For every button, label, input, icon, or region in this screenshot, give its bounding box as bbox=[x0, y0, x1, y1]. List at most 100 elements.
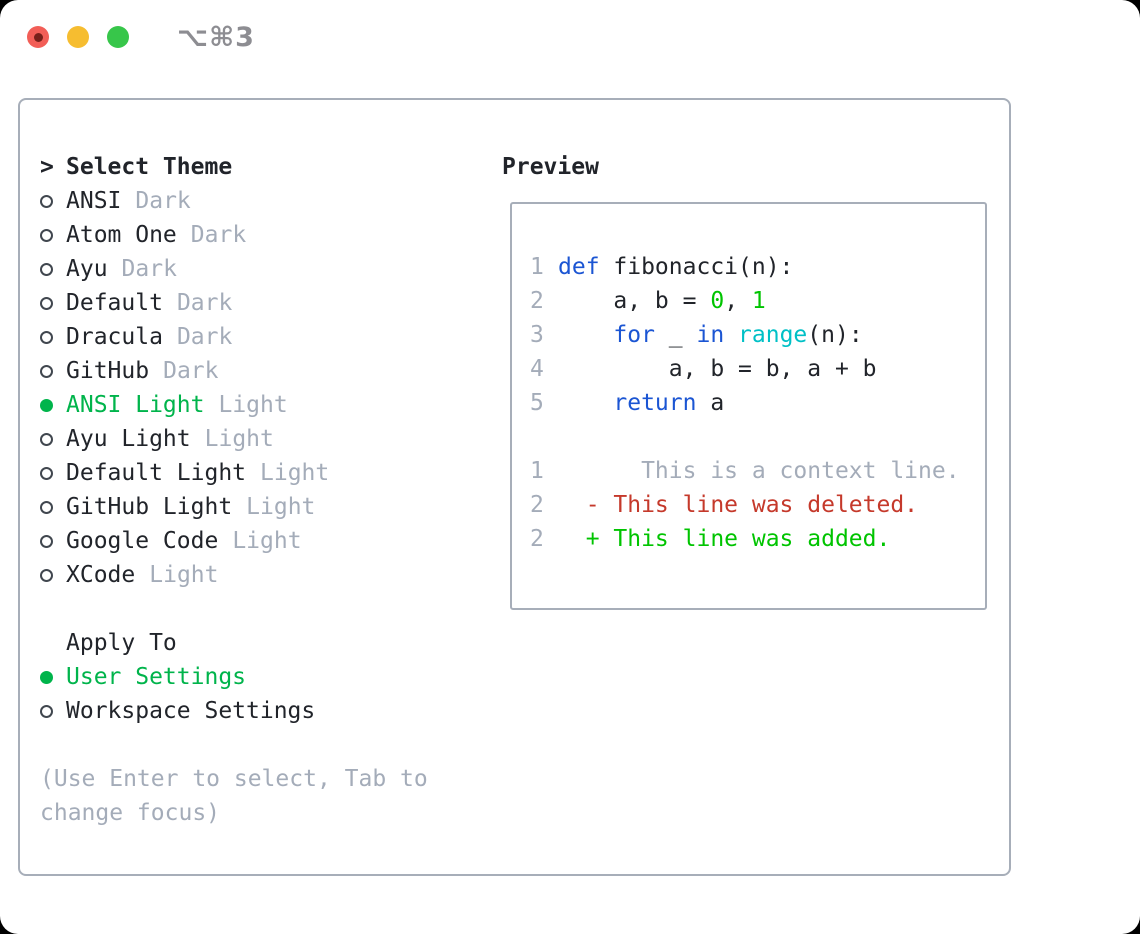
theme-option-label: Default Light bbox=[66, 460, 247, 486]
select-theme-header-row: > Select Theme bbox=[40, 150, 472, 184]
unsaved-dot-icon bbox=[33, 32, 43, 42]
line-number: 1 bbox=[530, 254, 544, 280]
radio-icon bbox=[40, 534, 53, 548]
code-token: in bbox=[696, 322, 725, 348]
code-line: 1 This is a context line. bbox=[530, 454, 985, 488]
theme-option-variant: Light bbox=[246, 494, 316, 520]
theme-option[interactable]: ANSI Light Light bbox=[40, 388, 472, 422]
theme-option-label: GitHub Light bbox=[66, 494, 233, 520]
line-number: 2 bbox=[530, 492, 544, 518]
spacer bbox=[40, 728, 472, 762]
line-number: 1 bbox=[530, 458, 544, 484]
selected-radio-icon bbox=[40, 398, 53, 412]
theme-option-label: ANSI Light bbox=[66, 392, 205, 418]
code-line: 3 for _ in range(n): bbox=[530, 318, 985, 352]
theme-option[interactable]: Atom One Dark bbox=[40, 218, 472, 252]
radio-icon bbox=[40, 228, 53, 242]
code-token: for bbox=[613, 322, 655, 348]
theme-option-variant: Dark bbox=[176, 324, 233, 350]
theme-option[interactable]: Ayu Light Light bbox=[40, 422, 472, 456]
theme-option-variant: Dark bbox=[190, 222, 247, 248]
code-token: a, b = bbox=[558, 288, 711, 314]
theme-option-label: GitHub bbox=[66, 358, 150, 384]
theme-option-label: Default bbox=[66, 290, 163, 316]
theme-option-label: Atom One bbox=[66, 222, 177, 248]
code-line: 2 a, b = 0, 1 bbox=[530, 284, 985, 318]
code-token bbox=[558, 322, 613, 348]
theme-option[interactable]: ANSI Dark bbox=[40, 184, 472, 218]
selected-radio-icon bbox=[40, 670, 53, 684]
line-number: 5 bbox=[530, 390, 544, 416]
code-line: 5 return a bbox=[530, 386, 985, 420]
theme-option-variant: Light bbox=[260, 460, 330, 486]
code-token: a, b = b, a + b bbox=[558, 356, 877, 382]
line-number: 4 bbox=[530, 356, 544, 382]
theme-option-label: Google Code bbox=[66, 528, 219, 554]
theme-option-variant: Dark bbox=[176, 290, 233, 316]
theme-option-label: XCode bbox=[66, 562, 136, 588]
close-button[interactable] bbox=[27, 26, 49, 48]
radio-icon bbox=[40, 432, 53, 446]
line-number: 2 bbox=[530, 288, 544, 314]
minimize-button[interactable] bbox=[67, 26, 89, 48]
theme-option[interactable]: Default Light Light bbox=[40, 456, 472, 490]
code-token bbox=[724, 322, 738, 348]
theme-option[interactable]: GitHub Dark bbox=[40, 354, 472, 388]
code-token: + This line was added. bbox=[558, 526, 891, 552]
preview-header-row: Preview bbox=[502, 150, 599, 184]
theme-option-variant: Dark bbox=[135, 188, 191, 214]
theme-option-variant: Light bbox=[232, 528, 302, 554]
code-line: 1 def fibonacci(n): bbox=[530, 250, 985, 284]
theme-option[interactable]: GitHub Light Light bbox=[40, 490, 472, 524]
code-token: - This line was deleted. bbox=[558, 492, 919, 518]
code-token bbox=[558, 390, 613, 416]
theme-option[interactable]: Google Code Light bbox=[40, 524, 472, 558]
radio-icon bbox=[40, 704, 53, 718]
theme-option[interactable]: Default Dark bbox=[40, 286, 472, 320]
theme-option-variant: Light bbox=[204, 426, 274, 452]
apply-to-option-label: Workspace Settings bbox=[66, 698, 316, 724]
select-theme-header: Select Theme bbox=[66, 154, 233, 180]
code-token: a bbox=[696, 390, 725, 416]
radio-icon bbox=[40, 296, 53, 310]
code-token: 1 bbox=[751, 288, 766, 314]
radio-icon bbox=[40, 500, 53, 514]
code-token: def bbox=[558, 254, 600, 280]
theme-option-variant: Dark bbox=[163, 358, 219, 384]
zoom-button[interactable] bbox=[107, 26, 129, 48]
theme-option-label: Ayu bbox=[66, 256, 108, 282]
preview-header: Preview bbox=[502, 154, 599, 180]
code-line: 2 + This line was added. bbox=[530, 522, 985, 556]
code-token: 0 bbox=[710, 288, 725, 314]
apply-to-option[interactable]: User Settings bbox=[40, 660, 472, 694]
theme-option-variant: Light bbox=[218, 392, 288, 418]
theme-option-label: Dracula bbox=[66, 324, 163, 350]
apply-to-header: Apply To bbox=[66, 630, 177, 656]
theme-option-label: Ayu Light bbox=[66, 426, 191, 452]
apply-to-option[interactable]: Workspace Settings bbox=[40, 694, 472, 728]
code-token: (n): bbox=[807, 322, 863, 348]
code-token: fibonacci(n): bbox=[599, 254, 794, 280]
line-number: 3 bbox=[530, 322, 544, 348]
window-titlebar: ⌥⌘3 bbox=[0, 0, 1140, 74]
radio-icon bbox=[40, 330, 53, 344]
code-line: 4 a, b = b, a + b bbox=[530, 352, 985, 386]
spacer bbox=[40, 592, 472, 626]
radio-icon bbox=[40, 568, 53, 582]
theme-option-label: ANSI bbox=[66, 188, 122, 214]
radio-icon bbox=[40, 262, 53, 276]
cursor-icon: > bbox=[40, 154, 54, 180]
help-text: (Use Enter to select, Tab to change focu… bbox=[40, 766, 428, 826]
code-line: 2 - This line was deleted. bbox=[530, 488, 985, 522]
theme-option[interactable]: Dracula Dark bbox=[40, 320, 472, 354]
code-token: This is a context line. bbox=[558, 458, 960, 484]
code-token: , bbox=[724, 288, 752, 314]
